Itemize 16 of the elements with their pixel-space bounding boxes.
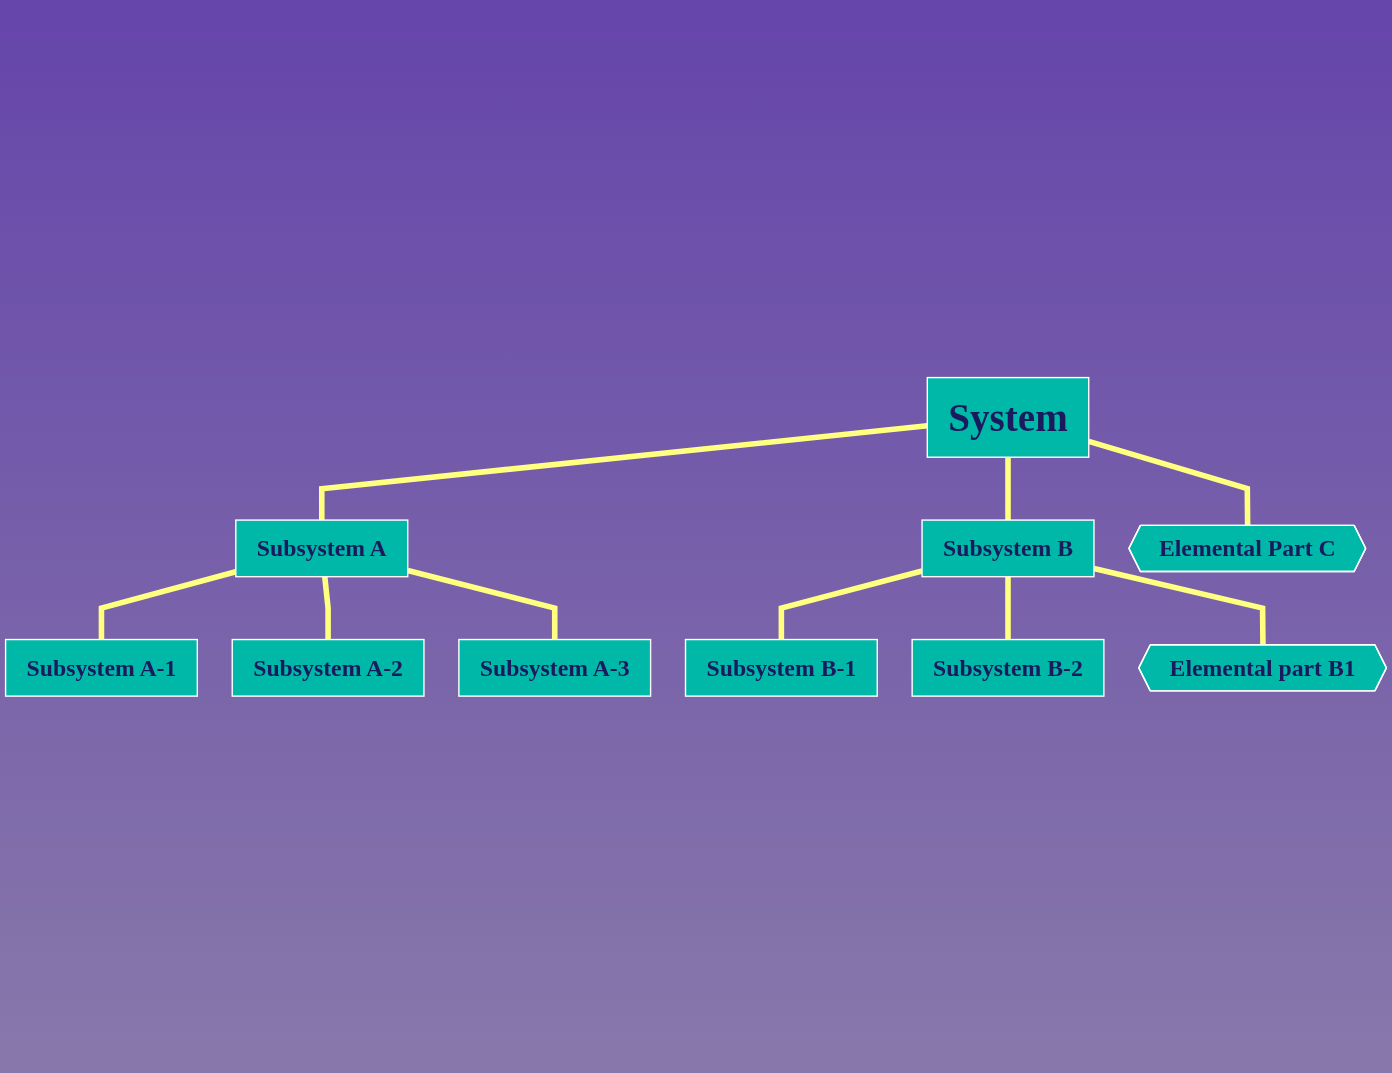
node-box: Subsystem B-2 [911, 638, 1105, 697]
connector [1005, 456, 1011, 520]
node-box: Subsystem A-3 [458, 638, 652, 697]
node-box: System [926, 376, 1090, 458]
connector [407, 567, 558, 640]
node-box: Subsystem B-1 [684, 638, 878, 697]
node-box: Subsystem A-1 [4, 638, 198, 697]
connector [1005, 576, 1011, 640]
node-box: Subsystem A-2 [231, 638, 425, 697]
connector [318, 422, 928, 520]
node-box: Subsystem B [921, 519, 1095, 578]
connector [778, 567, 923, 640]
connector [322, 576, 331, 640]
connector [1093, 565, 1266, 645]
node-box: Subsystem A [235, 519, 409, 578]
connector [98, 568, 237, 640]
